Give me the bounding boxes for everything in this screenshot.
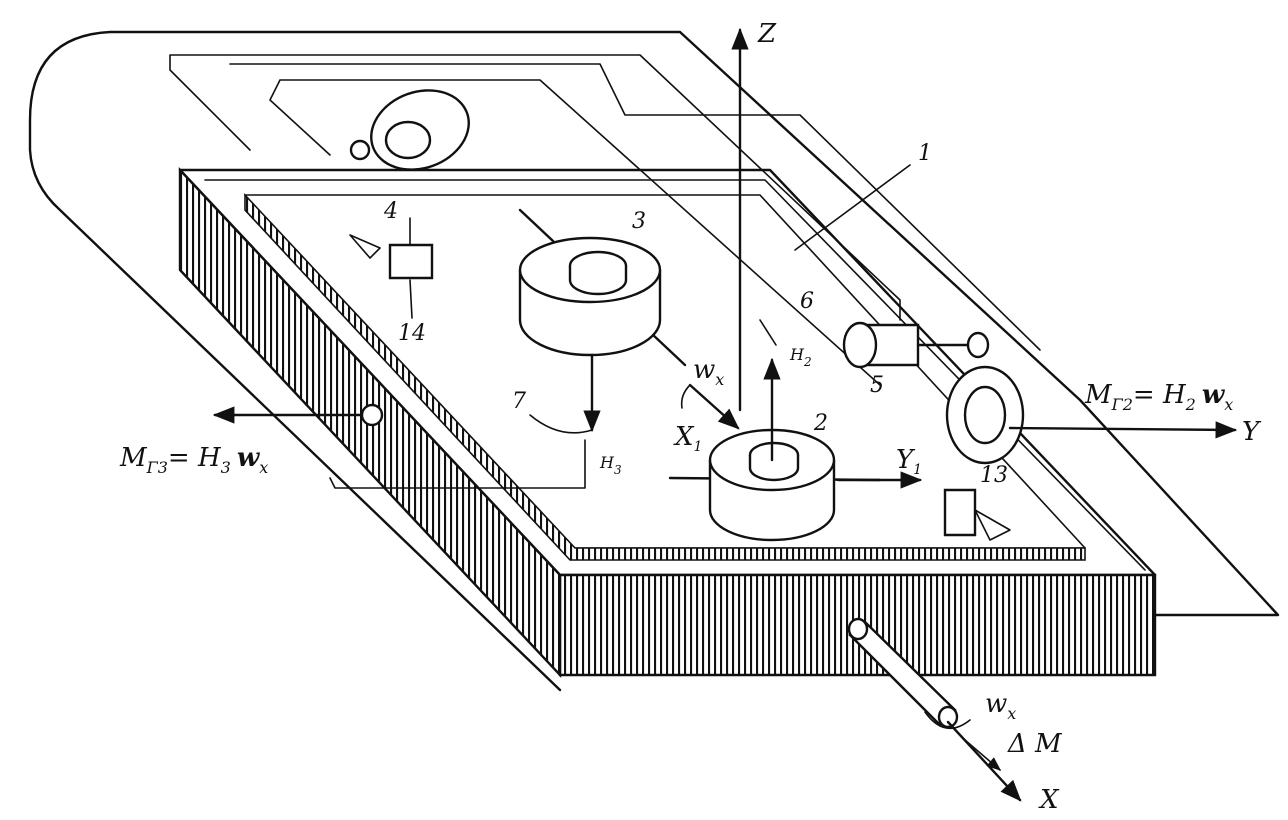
gyro-2 xyxy=(668,428,882,542)
label-z: Z xyxy=(757,19,777,49)
label-2: 2 xyxy=(813,411,828,436)
label-14: 14 xyxy=(398,321,426,346)
label-13: 13 xyxy=(980,463,1008,488)
motor-5 xyxy=(842,321,990,369)
leader-14 xyxy=(409,279,413,319)
label-4: 4 xyxy=(383,199,398,224)
x1-axis xyxy=(688,383,740,430)
y-axis xyxy=(1008,421,1238,439)
motor-top xyxy=(349,89,470,171)
h3-wire xyxy=(329,439,586,489)
label-x1: X1 xyxy=(673,422,702,455)
outer-frame-wire xyxy=(28,30,1280,692)
label-h3: H3 xyxy=(599,453,622,477)
delta-m-arrow xyxy=(964,739,1002,771)
wire-circuit-b xyxy=(229,63,1041,351)
label-3: 3 xyxy=(632,209,646,234)
label-7: 7 xyxy=(512,389,526,414)
sensor-14 xyxy=(349,217,434,280)
label-y1: Y1 xyxy=(896,445,922,478)
label-h2: H2 xyxy=(789,345,812,369)
omega-bottom-arc xyxy=(924,711,971,730)
label-omega-bottom: wx xyxy=(985,689,1016,723)
label-1: 1 xyxy=(918,141,932,166)
x-axis xyxy=(946,720,1022,802)
leader-1 xyxy=(794,164,911,251)
label-6: 6 xyxy=(800,289,814,314)
bottom-shaft xyxy=(847,617,959,729)
ring-motor xyxy=(945,365,1025,465)
omega-top-arc xyxy=(680,384,691,409)
platform-inner-strip xyxy=(244,192,1086,561)
wire-circuit-a xyxy=(169,54,901,321)
label-omega-top: wx xyxy=(693,355,724,389)
leader-7 xyxy=(529,414,593,434)
gyro-3 xyxy=(518,208,687,367)
left-bearing xyxy=(360,403,384,427)
label-y: Y xyxy=(1242,417,1262,447)
wire-circuit-c xyxy=(269,79,881,386)
label-x: X xyxy=(1038,785,1060,815)
sensor-13 xyxy=(943,488,1011,541)
label-delta-m: Δ M xyxy=(1007,729,1063,759)
label-5: 5 xyxy=(870,373,884,398)
leader-6 xyxy=(759,319,777,346)
